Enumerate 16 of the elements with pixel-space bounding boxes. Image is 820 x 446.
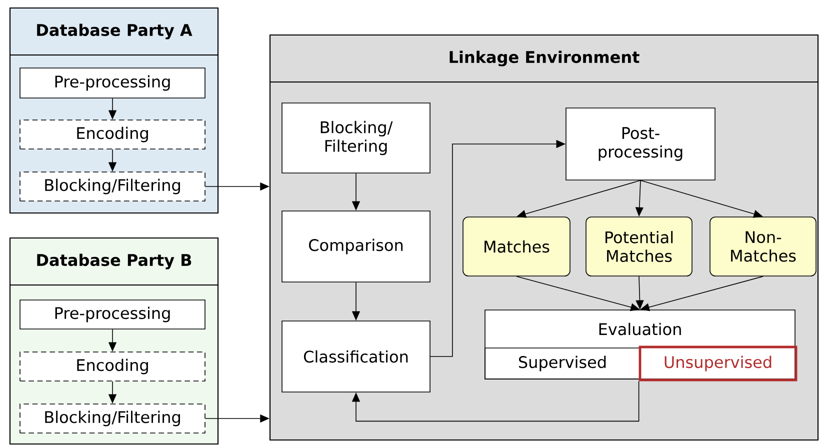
- process-box: Post-processing: [566, 108, 716, 180]
- table-cell: Unsupervised: [638, 346, 798, 382]
- process-box: Pre-processing: [20, 68, 206, 98]
- process-box: Blocking/Filtering: [20, 172, 206, 202]
- result-box: Potential Matches: [586, 216, 692, 276]
- result-box: Matches: [462, 216, 570, 276]
- process-box: Classification: [282, 320, 430, 392]
- process-box: Encoding: [20, 352, 206, 382]
- table-cell: Supervised: [484, 348, 640, 380]
- result-box: Non-Matches: [710, 216, 816, 276]
- process-box: Comparison: [282, 210, 430, 282]
- process-box: Blocking/Filtering: [20, 404, 206, 434]
- process-box: Pre-processing: [20, 300, 206, 330]
- process-box: Encoding: [20, 120, 206, 150]
- process-box: Blocking/ Filtering: [282, 102, 430, 174]
- arrow: [352, 380, 640, 422]
